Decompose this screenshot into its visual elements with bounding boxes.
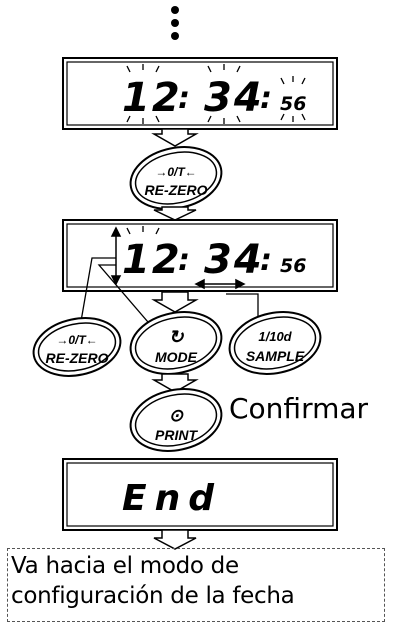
- print-icon: ⊙: [169, 406, 184, 425]
- blink-rays: [126, 64, 306, 124]
- lcd-end-text: End: [122, 478, 222, 519]
- rezero-symbol: →0/T←: [155, 165, 196, 179]
- lcd-hours: 12: [122, 237, 182, 283]
- up-down-arrow-icon: [110, 226, 122, 286]
- arrow-down-icon: [151, 373, 199, 393]
- sample-label: SAMPLE: [246, 348, 305, 364]
- caption-line-2: configuración de la fecha: [11, 583, 295, 609]
- print-button[interactable]: ⊙ PRINT: [125, 381, 227, 459]
- lcd-display-time-blinking: 12 : 34 : 56: [62, 57, 338, 130]
- lcd-display-time-selected: 12 : 34 : 56: [62, 219, 338, 292]
- arrow-down-icon: [153, 206, 197, 221]
- continuation-dots: [171, 6, 179, 40]
- lcd-separator: :: [260, 243, 272, 278]
- mode-label: MODE: [155, 349, 198, 365]
- rezero-symbol: →0/T←: [56, 333, 97, 347]
- rezero-button[interactable]: →0/T← RE-ZERO: [125, 139, 227, 217]
- arrow-down-icon: [151, 128, 199, 147]
- lcd-display-end: End: [62, 458, 338, 531]
- mode-button[interactable]: ↻ MODE: [125, 304, 227, 382]
- lcd-seconds: 56: [280, 93, 306, 115]
- sample-button[interactable]: 1/10d SAMPLE: [224, 304, 326, 382]
- rezero-label: RE-ZERO: [145, 182, 208, 198]
- next-step-caption: Va hacia el modo de configuración de la …: [7, 548, 385, 622]
- lcd-separator: :: [260, 81, 272, 116]
- rezero-label: RE-ZERO: [46, 350, 109, 366]
- sample-symbol: 1/10d: [258, 329, 292, 344]
- arrow-down-icon: [151, 291, 199, 313]
- left-right-arrow-icon: [194, 278, 246, 290]
- blink-rays: [126, 226, 160, 235]
- lcd-minutes: 34: [204, 237, 264, 283]
- arrow-down-icon: [153, 529, 197, 550]
- confirm-label: Confirmar: [229, 392, 369, 425]
- rezero-button-secondary[interactable]: →0/T← RE-ZERO: [28, 310, 126, 383]
- lcd-minutes: 34: [204, 75, 264, 121]
- leader-lines: [79, 257, 259, 337]
- caption-line-1: Va hacia el modo de: [11, 553, 239, 579]
- lcd-separator: :: [178, 81, 190, 116]
- lcd-seconds: 56: [280, 255, 306, 277]
- mode-refresh-icon: ↻: [168, 327, 184, 347]
- lcd-hours: 12: [122, 75, 182, 121]
- print-label: PRINT: [155, 427, 198, 443]
- lcd-separator: :: [178, 243, 190, 278]
